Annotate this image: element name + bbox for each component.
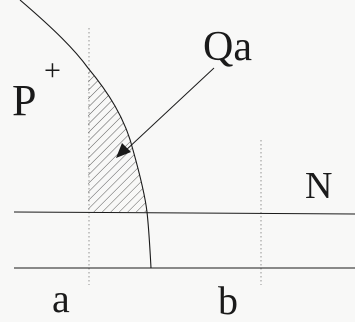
p-region-label: P	[12, 76, 36, 125]
junction-boundary-curve	[19, 0, 152, 269]
point-b-label: b	[218, 278, 238, 322]
p-region-superscript: +	[44, 54, 61, 87]
n-region-label: N	[305, 165, 332, 207]
point-a-label: a	[52, 276, 70, 321]
hatched-charge-region	[88, 68, 147, 212]
charge-arrow-head	[116, 143, 131, 158]
charge-label: Qa	[203, 24, 252, 70]
upper-horizontal-line	[13, 211, 355, 215]
charge-arrow-shaft	[123, 67, 215, 153]
